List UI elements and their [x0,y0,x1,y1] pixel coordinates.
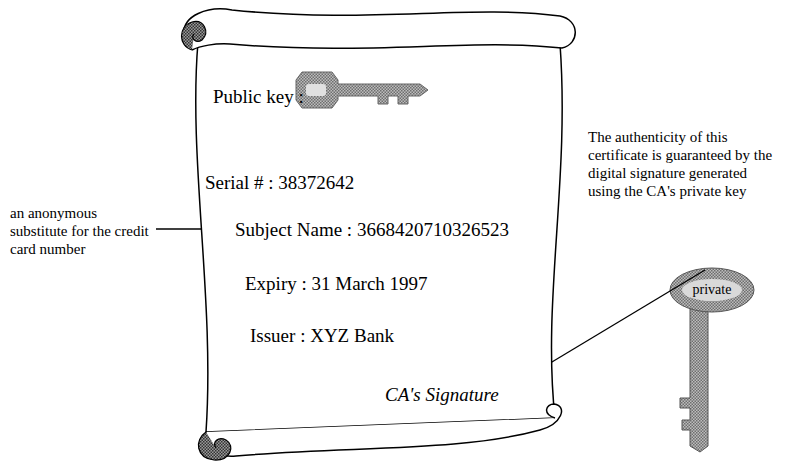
certificate-scroll: Public key : Serial # : 38372642Subject N… [170,0,585,463]
certificate-field: Subject Name : 3668420710326523 [235,219,509,241]
certificate-field: Issuer : XYZ Bank [250,325,394,347]
certificate-field: Public key : [213,86,304,108]
callout-note: an anonymous substitute for the credit c… [10,204,152,258]
certificate-field: Serial # : 38372642 [205,172,354,194]
certificate-field: CA's Signature [385,384,499,406]
key-label: private [682,281,742,299]
callout-note: The authenticity of this certificate is … [588,128,783,200]
certificate-field: Expiry : 31 March 1997 [245,273,428,295]
private-key-icon [670,268,754,452]
public-key-icon [296,72,428,108]
